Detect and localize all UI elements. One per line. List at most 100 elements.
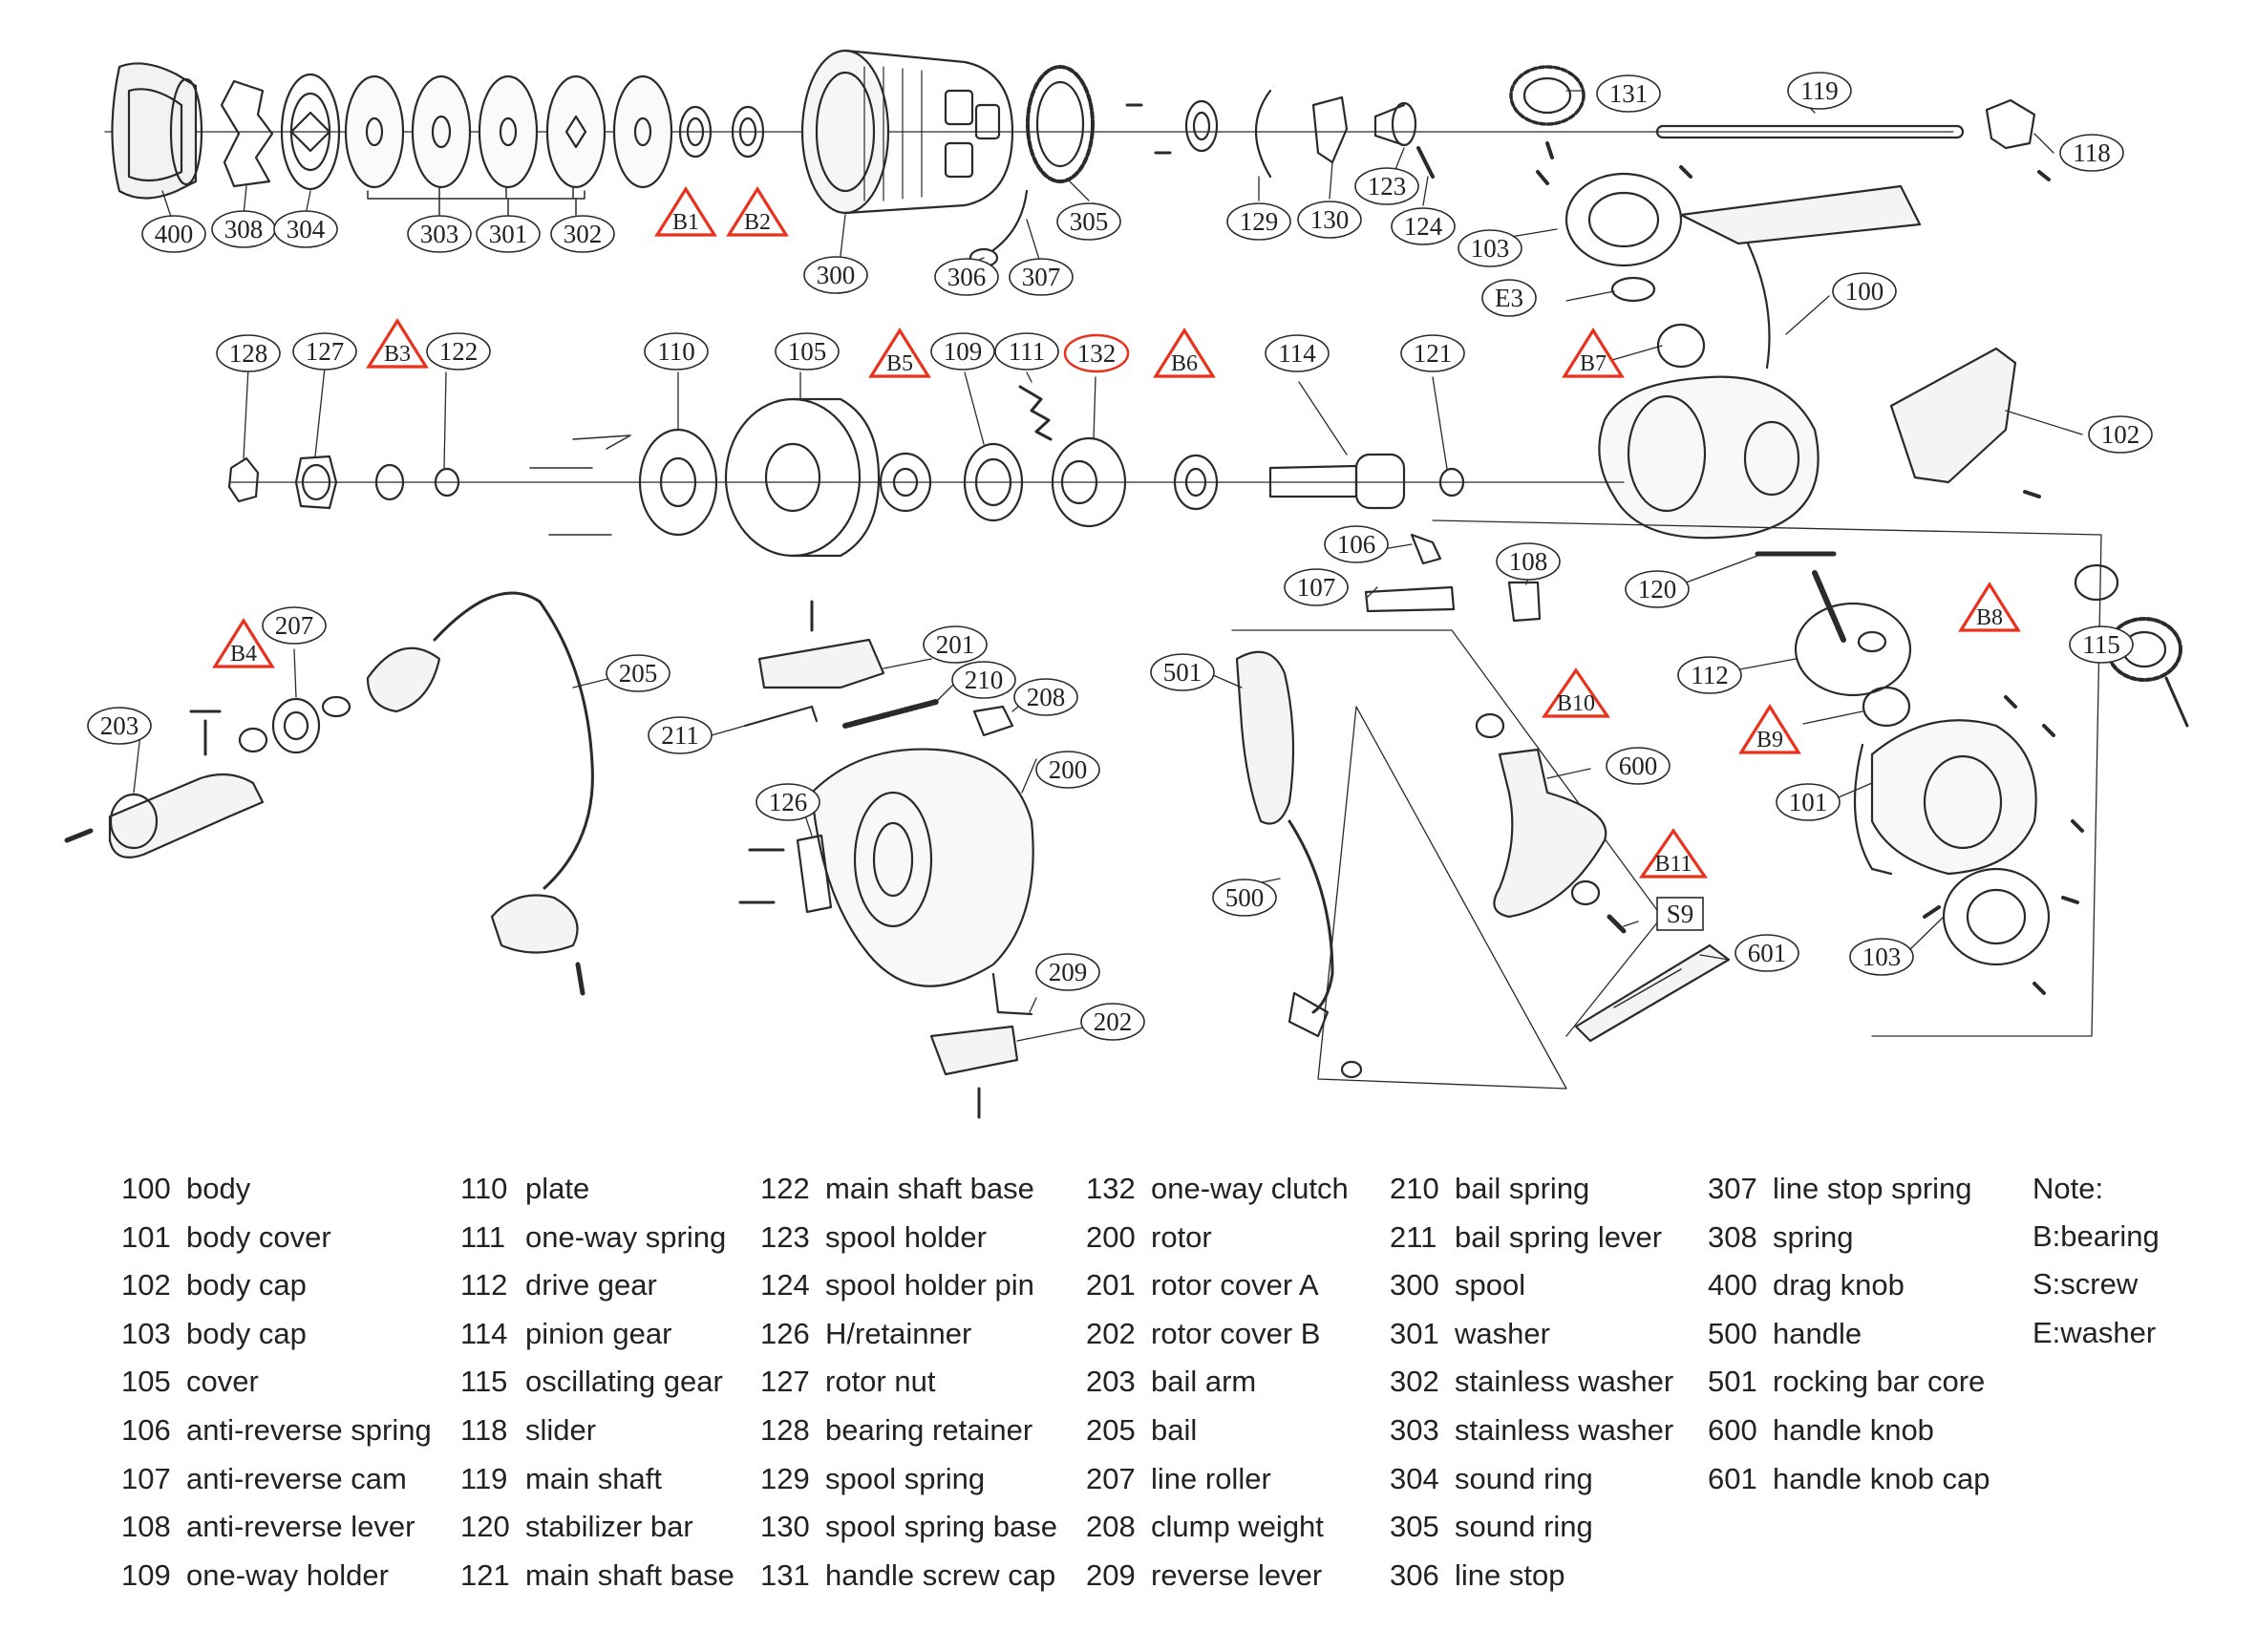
legend-part-number: 601 [1708, 1461, 1757, 1495]
callout-501: 501 [1150, 653, 1215, 691]
legend-part-number: 208 [1086, 1510, 1136, 1544]
svg-text:128: 128 [229, 339, 268, 368]
legend-part-number: 202 [1086, 1316, 1136, 1350]
svg-text:108: 108 [1509, 547, 1548, 576]
svg-text:109: 109 [944, 337, 983, 366]
legend-part-name: body cap [186, 1268, 307, 1303]
legend-part-name: one-way clutch [1151, 1172, 1349, 1205]
part-122-main-shaft-base [434, 467, 460, 498]
svg-text:207: 207 [275, 611, 314, 640]
part-123-spool-holder [1373, 101, 1435, 179]
svg-text:127: 127 [306, 337, 345, 366]
callout-128: 128 [216, 334, 281, 372]
legend-part-number: 207 [1086, 1461, 1136, 1495]
bearing-marker-b6: B6 [1153, 327, 1216, 378]
legend-part-name: body cover [186, 1219, 331, 1254]
svg-text:209: 209 [1049, 958, 1088, 986]
part-109-one-way-holder [963, 442, 1024, 522]
callout-107: 107 [1284, 568, 1349, 606]
legend-part-number: 100 [121, 1172, 171, 1205]
part-205-bail [366, 591, 594, 996]
legend-part-number: 209 [1086, 1557, 1136, 1592]
bearing-b4 [238, 727, 268, 753]
legend-part-name: bail arm [1151, 1365, 1257, 1399]
legend-part-number: 105 [121, 1365, 171, 1399]
part-132-one-way-clutch [1051, 436, 1127, 528]
note-screw: S:screw [2033, 1267, 2139, 1301]
callout-102: 102 [2088, 415, 2153, 454]
callout-114: 114 [1265, 334, 1330, 372]
bearing-marker-b4: B4 [212, 617, 275, 668]
part-118-slider [1985, 98, 2036, 150]
svg-text:304: 304 [287, 215, 326, 244]
bearing-marker-b1: B1 [654, 185, 717, 237]
svg-text:500: 500 [1225, 883, 1265, 912]
bearing-marker-b10: B10 [1541, 667, 1611, 718]
bearing-marker-b9: B9 [1738, 703, 1801, 754]
svg-text:307: 307 [1022, 263, 1061, 291]
callout-211: 211 [648, 716, 713, 754]
part-202-rotor-cover-b [929, 1025, 1019, 1119]
part-307-line-stop-spring [991, 189, 1029, 252]
callout-111: 111 [994, 332, 1059, 371]
svg-text:601: 601 [1748, 939, 1787, 967]
svg-text:B5: B5 [886, 351, 913, 376]
bearing-marker-b7: B7 [1562, 327, 1625, 378]
legend-part-name: line stop [1455, 1557, 1565, 1592]
legend-part-number: 119 [460, 1461, 508, 1495]
legend-part-name: main shaft base [525, 1557, 734, 1592]
legend-part-number: 114 [460, 1316, 508, 1350]
part-600-handle-knob [1493, 748, 1607, 919]
svg-text:131: 131 [1609, 79, 1649, 108]
legend-part-number: 127 [760, 1365, 810, 1399]
legend-part-number: 500 [1708, 1316, 1757, 1350]
legend-part-number: 126 [760, 1316, 810, 1350]
legend-part-number: 108 [121, 1510, 171, 1544]
legend-part-number: 118 [460, 1413, 508, 1447]
svg-text:114: 114 [1278, 339, 1316, 368]
callout-307: 307 [1009, 258, 1074, 296]
legend-part-number: 101 [121, 1219, 171, 1254]
callout-202: 202 [1080, 1003, 1145, 1041]
legend-part-number: 301 [1390, 1316, 1439, 1350]
svg-text:103: 103 [1471, 234, 1510, 263]
callout-106: 106 [1324, 525, 1389, 563]
svg-text:306: 306 [947, 263, 987, 291]
legend-part-number: 201 [1086, 1268, 1136, 1303]
svg-text:200: 200 [1049, 755, 1088, 784]
legend-part-number: 308 [1708, 1219, 1757, 1254]
legend-part-name: one-way spring [525, 1219, 727, 1254]
callout-E3: E3 [1481, 279, 1537, 317]
svg-text:120: 120 [1638, 575, 1677, 604]
callout-203: 203 [87, 707, 152, 745]
legend-part-number: 115 [460, 1365, 508, 1399]
svg-text:208: 208 [1027, 683, 1066, 711]
svg-text:B4: B4 [230, 642, 257, 667]
callout-400: 400 [141, 215, 206, 253]
callout-101: 101 [1776, 783, 1841, 821]
callout-600: 600 [1606, 747, 1671, 785]
svg-text:B2: B2 [744, 210, 771, 235]
callout-500: 500 [1212, 879, 1277, 917]
callout-122: 122 [426, 332, 491, 371]
part-207-line-roller [271, 697, 321, 754]
svg-text:S9: S9 [1667, 900, 1694, 928]
legend-part-name: plate [525, 1172, 590, 1205]
legend-part-name: line roller [1151, 1461, 1271, 1495]
svg-text:600: 600 [1619, 752, 1658, 780]
part-127-rotor-nut [294, 455, 338, 510]
note-bearing: B:bearing [2033, 1219, 2160, 1253]
callout-301: 301 [476, 215, 541, 253]
part-121-main-shaft-base [1438, 467, 1465, 498]
legend-part-number: 131 [760, 1557, 810, 1592]
part-E3-washer [1610, 276, 1656, 303]
svg-text:300: 300 [817, 261, 856, 289]
svg-text:501: 501 [1163, 658, 1202, 687]
legend-part-name: H/retainner [825, 1316, 972, 1350]
legend-part-name: spool [1455, 1268, 1526, 1303]
legend-part-number: 400 [1708, 1268, 1757, 1303]
legend-part-number: 129 [760, 1461, 810, 1495]
legend-part-name: oscillating gear [525, 1365, 723, 1399]
callout-305: 305 [1056, 202, 1121, 241]
svg-text:E3: E3 [1495, 284, 1523, 312]
